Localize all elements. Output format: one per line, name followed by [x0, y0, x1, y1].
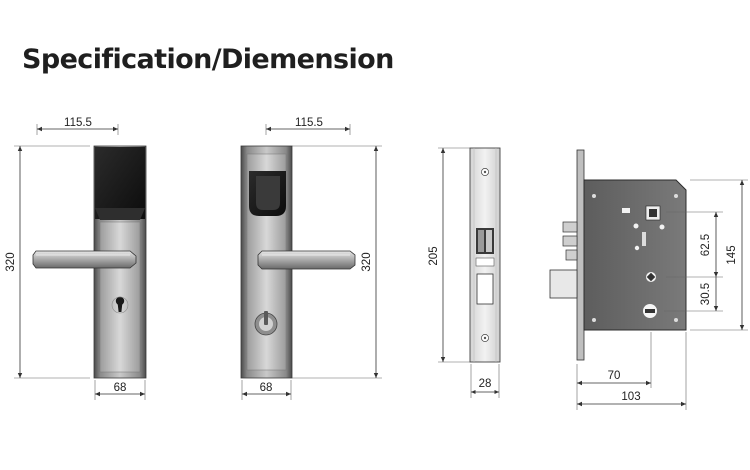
left-base-label: 68 — [114, 382, 127, 394]
faceplate-height-label: 205 — [428, 246, 440, 265]
page-title: Specification/Diemension — [22, 44, 394, 75]
mortise-lower-label: 30.5 — [700, 283, 712, 305]
keyhole-icon — [111, 296, 129, 314]
left-height-label: 320 — [5, 252, 17, 271]
mortise-depth-label: 103 — [621, 391, 640, 403]
back-base-label: 68 — [260, 382, 273, 394]
deadbolt-side — [549, 269, 578, 299]
mortise-total-label: 145 — [726, 245, 738, 264]
faceplate-width-label: 28 — [479, 378, 492, 390]
faceplate-view: 205 28 — [428, 147, 501, 398]
back-view: 115.5 320 68 — [240, 117, 382, 400]
faceplate — [469, 147, 501, 363]
thumb-turn-icon — [254, 311, 278, 336]
back-height-label: 320 — [361, 252, 373, 271]
card-reader-panel — [95, 147, 145, 219]
back-width-label: 115.5 — [295, 117, 323, 129]
left-width-label: 115.5 — [64, 117, 92, 129]
cylinder-hole-icon — [643, 304, 657, 318]
spindle-hole-icon — [646, 272, 656, 282]
front-view: 115.5 320 68 — [5, 117, 147, 400]
screw-icon — [481, 334, 489, 342]
front-lever-handle — [32, 250, 137, 269]
back-lever-handle — [257, 250, 356, 270]
screw-icon — [481, 168, 489, 176]
mortise-body — [583, 179, 687, 331]
mortise-upper-label: 62.5 — [700, 234, 712, 256]
mortise-view: 145 62.5 30.5 70 103 — [549, 149, 748, 410]
deadbolt — [476, 273, 494, 305]
mortise-backset-label: 70 — [608, 370, 621, 382]
